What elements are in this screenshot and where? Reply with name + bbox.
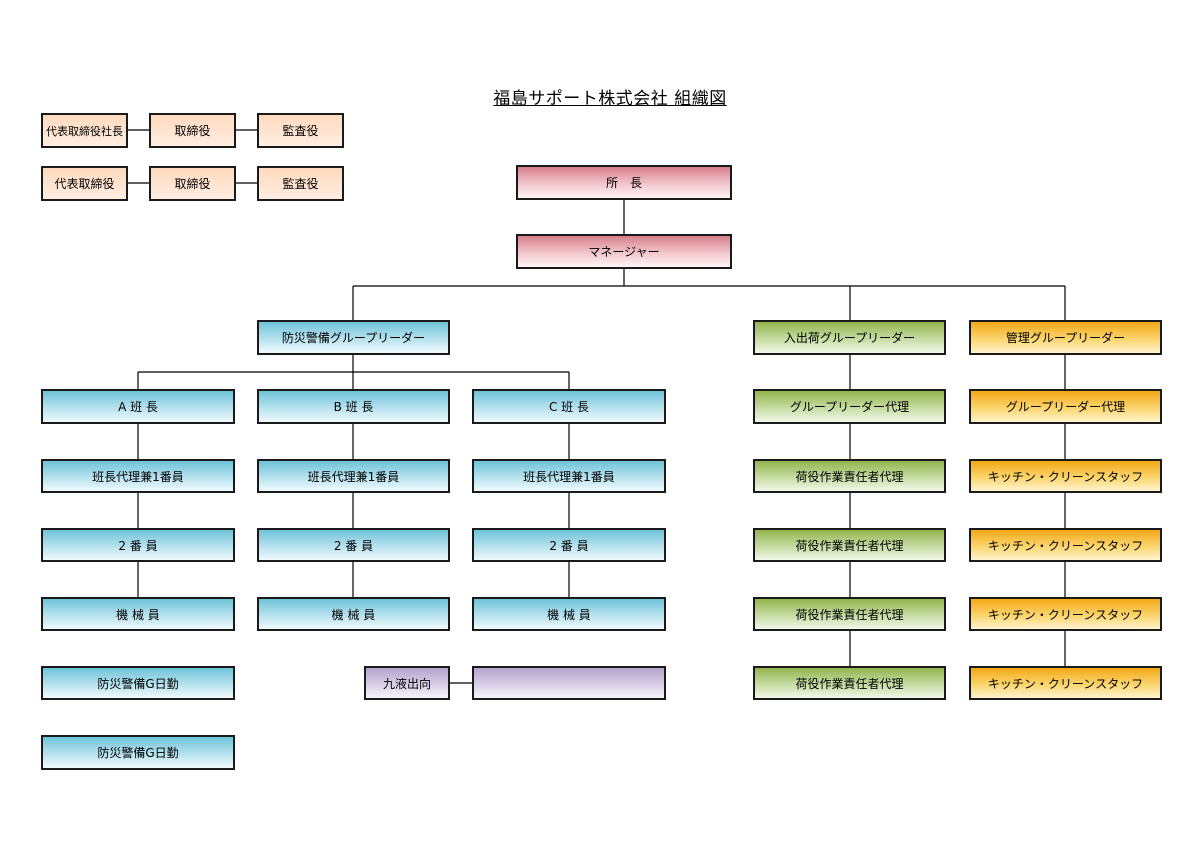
shipping-staff-1: 荷役作業責任者代理 xyxy=(753,459,946,493)
secondment-label: 九液出向 xyxy=(364,666,450,700)
team-a-head: A 班 長 xyxy=(41,389,235,424)
board-auditor-2: 監査役 xyxy=(257,166,344,201)
team-a-mechanic: 機 械 員 xyxy=(41,597,235,631)
management-staff-4: キッチン・クリーンスタッフ xyxy=(969,666,1162,700)
board-representative-director: 代表取締役 xyxy=(41,166,128,201)
team-b-second: 2 番 員 xyxy=(257,528,450,562)
shipping-group-leader: 入出荷グループリーダー xyxy=(753,320,946,355)
management-staff-1: キッチン・クリーンスタッフ xyxy=(969,459,1162,493)
director-box: 所 長 xyxy=(516,165,732,200)
shipping-staff-2: 荷役作業責任者代理 xyxy=(753,528,946,562)
team-b-head: B 班 長 xyxy=(257,389,450,424)
chart-title: 福島サポート株式会社 組織図 xyxy=(493,89,727,109)
team-c-deputy: 班長代理兼1番員 xyxy=(472,459,666,493)
team-b-mechanic: 機 械 員 xyxy=(257,597,450,631)
board-director-1: 取締役 xyxy=(149,113,236,148)
team-c-head: C 班 長 xyxy=(472,389,666,424)
board-auditor-1: 監査役 xyxy=(257,113,344,148)
team-c-mechanic: 機 械 員 xyxy=(472,597,666,631)
shipping-deputy-leader: グループリーダー代理 xyxy=(753,389,946,424)
manager-box: マネージャー xyxy=(516,234,732,269)
team-a-deputy: 班長代理兼1番員 xyxy=(41,459,235,493)
board-director-2: 取締役 xyxy=(149,166,236,201)
team-c-second: 2 番 員 xyxy=(472,528,666,562)
secondment-partner xyxy=(472,666,666,700)
team-b-deputy: 班長代理兼1番員 xyxy=(257,459,450,493)
management-group-leader: 管理グループリーダー xyxy=(969,320,1162,355)
security-day-duty-2: 防災警備G日勤 xyxy=(41,735,235,770)
security-group-leader: 防災警備グループリーダー xyxy=(257,320,450,355)
team-a-second: 2 番 員 xyxy=(41,528,235,562)
management-deputy-leader: グループリーダー代理 xyxy=(969,389,1162,424)
management-staff-2: キッチン・クリーンスタッフ xyxy=(969,528,1162,562)
shipping-staff-3: 荷役作業責任者代理 xyxy=(753,597,946,631)
shipping-staff-4: 荷役作業責任者代理 xyxy=(753,666,946,700)
board-representative-president: 代表取締役社長 xyxy=(41,113,128,148)
management-staff-3: キッチン・クリーンスタッフ xyxy=(969,597,1162,631)
security-day-duty-1: 防災警備G日勤 xyxy=(41,666,235,700)
